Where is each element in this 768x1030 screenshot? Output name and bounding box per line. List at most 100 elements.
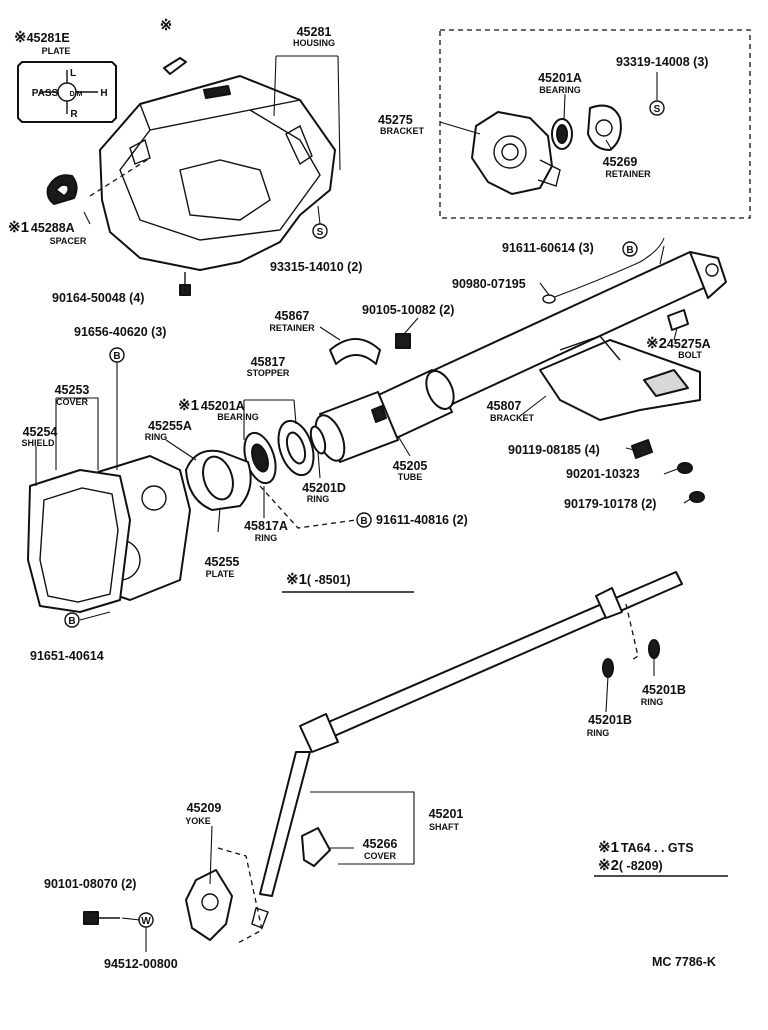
ring-45201b-right[interactable] — [648, 639, 660, 659]
label-45269-name: RETAINER — [605, 169, 651, 179]
bearing-45201a-mid[interactable] — [239, 429, 282, 487]
label-45275-name: BRACKET — [380, 126, 425, 136]
label-45266: 45266 — [363, 837, 398, 851]
label-45205-name: TUBE — [398, 472, 423, 482]
label-45209: 45209 — [187, 801, 222, 815]
bolt-91651-symbol[interactable] — [64, 612, 80, 628]
ring-45201b-dashline — [625, 603, 639, 661]
ring-45201d-shape — [309, 425, 327, 455]
washer-94512-symbol-letter: W — [141, 916, 151, 927]
cover-45253-upper-bore — [141, 485, 167, 511]
ring-45201b-left-leader — [605, 675, 609, 713]
nut-90179-shape — [689, 491, 705, 503]
bracket-45807[interactable] — [539, 335, 701, 421]
housing-45281-tab — [285, 124, 313, 166]
plate-45281e[interactable]: L PASS DIM H R — [17, 61, 117, 123]
retainer-45269[interactable] — [587, 104, 622, 151]
plate-label-dim: DIM — [70, 91, 83, 98]
ring-45201d-leader — [317, 451, 321, 479]
washer-90201-leader — [663, 467, 681, 475]
ring-45201b-left[interactable] — [602, 658, 614, 678]
ring-45201d[interactable] — [308, 425, 328, 455]
ring-45201b-right-shape — [648, 639, 660, 659]
label-45201a-top-name: BEARING — [539, 85, 581, 95]
column-tube-flange-hole — [705, 263, 719, 277]
plate-label-h: H — [100, 88, 107, 99]
washer-90201[interactable] — [677, 462, 693, 474]
retainer-45269-leader — [605, 139, 613, 151]
screw-93319-symbol[interactable] — [649, 100, 665, 116]
bearing-45201a-top-leader — [563, 93, 566, 121]
spacer-45288a-dashline — [89, 157, 151, 197]
cover-45266[interactable] — [301, 827, 331, 867]
label-45275a: ※245275A — [646, 335, 711, 352]
screw-93315-lead — [317, 205, 321, 225]
label-45253-name: COVER — [56, 397, 89, 407]
label-45281-name: HOUSING — [293, 38, 335, 48]
yoke-45209[interactable] — [185, 869, 233, 941]
retainer-45867-leader — [319, 326, 341, 341]
shield-45254[interactable] — [27, 469, 131, 613]
label-45205: 45205 — [393, 459, 428, 473]
bolt-90119[interactable] — [631, 439, 653, 459]
bracket-45275-bore-inner — [501, 143, 519, 161]
stopper-45817[interactable] — [272, 416, 320, 479]
screw-90105[interactable] — [395, 333, 411, 349]
nut-90179[interactable] — [689, 491, 705, 503]
plate-label-pass: PASS — [32, 88, 59, 99]
housing-45281-slot — [203, 85, 231, 99]
bolt-91611-40816-symbol[interactable] — [356, 512, 372, 528]
bolt-90101[interactable] — [83, 911, 120, 925]
bracket-45275-leader — [439, 121, 481, 135]
bearing-45201a-top[interactable] — [551, 118, 573, 150]
label-93319: 93319-14008 (3) — [616, 55, 708, 69]
shaft-45201-lower — [259, 751, 311, 897]
wire-harness-90980[interactable] — [551, 237, 665, 299]
retainer-45867[interactable] — [329, 338, 381, 365]
bolt-45275a-leader — [673, 327, 678, 341]
label-45867-name: RETAINER — [269, 323, 315, 333]
label-45807: 45807 — [487, 399, 522, 413]
bolt-90119-leader — [625, 447, 635, 451]
shaft-45201-joint — [299, 713, 339, 753]
small-plate[interactable] — [163, 57, 187, 75]
cover-45266-shape — [301, 827, 331, 867]
bolt-91656-symbol-letter: B — [113, 351, 120, 362]
bolt-91611-60614-symbol[interactable] — [622, 241, 638, 257]
screw-90164-leader — [184, 287, 187, 297]
ring-45255a-leader — [165, 439, 197, 461]
washer-90201-shape — [677, 462, 693, 474]
label-45281e-name: PLATE — [42, 46, 71, 56]
bearing-45201a-top-inner — [556, 124, 568, 144]
label-45201-name: SHAFT — [429, 822, 459, 832]
label-90101: 90101-08070 (2) — [44, 877, 136, 891]
label-91656: 91656-40620 (3) — [74, 325, 166, 339]
column-tube-45205[interactable] — [310, 251, 727, 465]
spacer-45288a[interactable] — [46, 174, 78, 205]
label-45817a-name: RING — [255, 533, 278, 543]
label-45275a-name: BOLT — [678, 350, 702, 360]
housing-45281[interactable] — [99, 75, 336, 271]
yoke-assembly-dashline — [217, 847, 263, 945]
label-91611-40816: 91611-40816 (2) — [376, 513, 468, 527]
label-45201b-left-name: RING — [587, 728, 610, 738]
plate-45255[interactable] — [185, 449, 252, 511]
shaft-45201[interactable] — [251, 571, 683, 929]
wire-terminal-90980 — [542, 294, 556, 304]
label-45201a-mid-name: BEARING — [217, 412, 259, 422]
shaft-45201-spline — [595, 587, 623, 619]
bolt-91651-leader — [79, 611, 111, 621]
bolt-90119-head — [631, 439, 653, 459]
bolt-91611-40816-dashline — [259, 485, 357, 529]
label-45867: 45867 — [275, 309, 310, 323]
screw-93319-symbol-letter: S — [654, 104, 661, 115]
bolt-45275a[interactable] — [667, 309, 689, 331]
plate-45281e-hub — [57, 82, 77, 102]
label-45255-name: PLATE — [206, 569, 235, 579]
column-tube-slot — [371, 405, 387, 423]
label-90201: 90201-10323 — [566, 467, 640, 481]
bracket-45275[interactable] — [471, 111, 561, 195]
label-45266-name: COVER — [364, 851, 397, 861]
